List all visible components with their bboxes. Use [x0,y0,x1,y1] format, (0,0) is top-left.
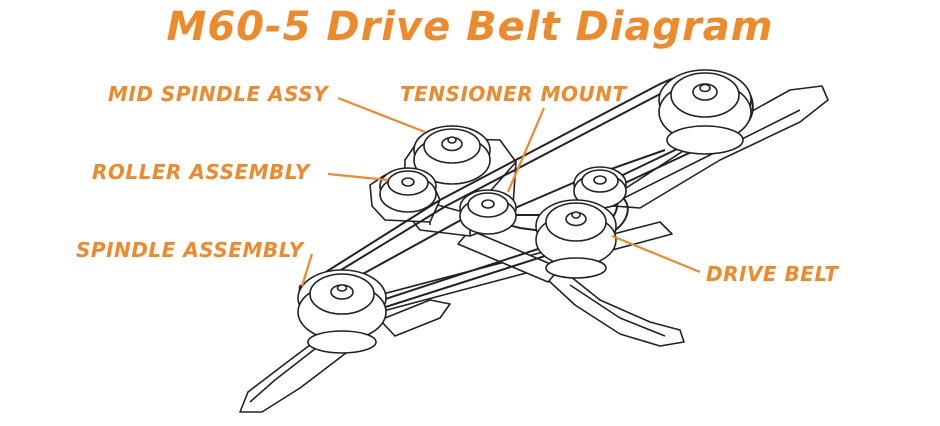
blade-lower-right [547,267,685,347]
page-title: M60-5 Drive Belt Diagram [166,4,774,50]
label-tensioner-mount: TENSIONER MOUNT [400,82,627,106]
pulley-lower-left [297,269,387,354]
leader-tensioner [506,107,546,193]
leader-spindle [300,253,314,287]
pulley-roller [379,167,437,213]
pulley-tensioner [459,189,517,235]
label-mid-spindle-assy: MID SPINDLE ASSY [108,82,329,106]
pulley-mid-spindle [413,125,491,185]
leader-mid-spindle [337,96,426,134]
label-spindle-assembly: SPINDLE ASSEMBLY [76,238,304,262]
leader-drive-belt [611,234,701,274]
blade-left-mid [379,299,451,337]
leader-lines [300,96,701,287]
leader-roller [327,172,389,182]
pulley-idler-right [573,166,627,209]
pulley-upper-right [658,69,752,155]
label-drive-belt: DRIVE BELT [706,262,839,286]
frame-bar-diagonal [457,229,561,283]
label-roller-assembly: ROLLER ASSEMBLY [92,160,310,184]
pulley-lower-right [535,199,617,279]
